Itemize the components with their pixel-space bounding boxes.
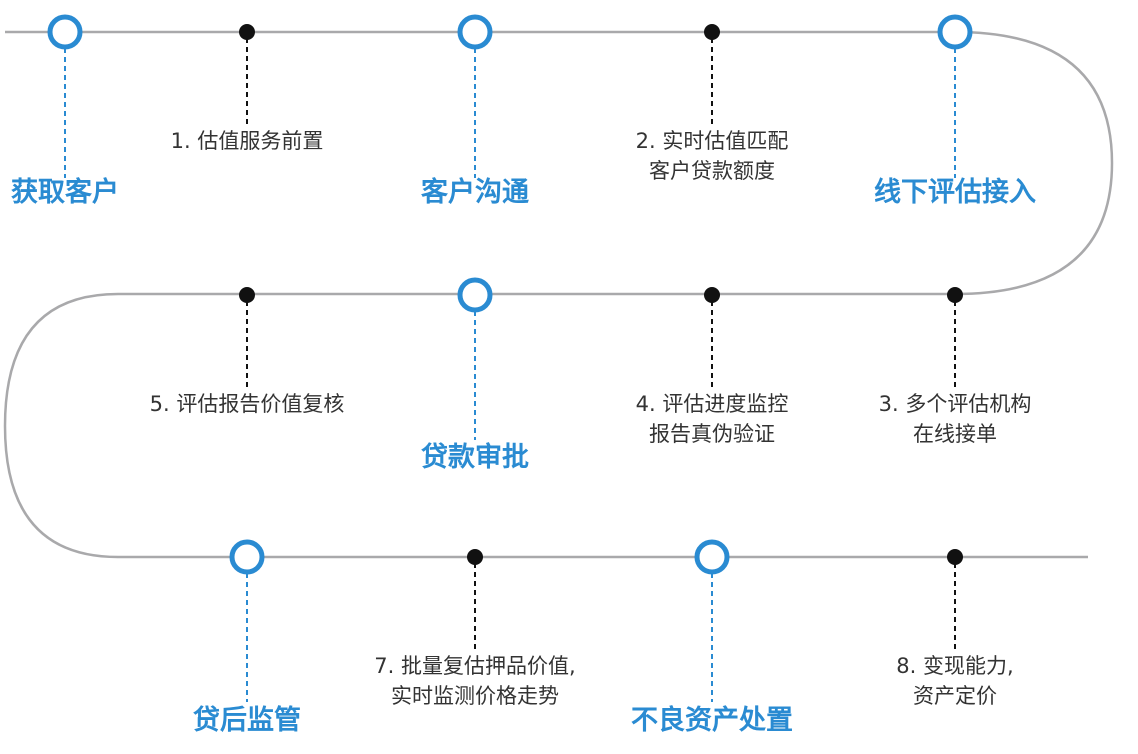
step-7-label: 7. 批量复估押品价值, 实时监测价格走势 xyxy=(374,651,575,711)
step-1-dot xyxy=(239,24,255,40)
step-7-dot xyxy=(467,549,483,565)
step-4-label: 4. 评估进度监控报告真伪验证 xyxy=(636,389,789,449)
stage-loan-approval-marker xyxy=(457,277,493,313)
stage-bad-asset-disposal-marker xyxy=(694,539,730,575)
step-8-text-line: 资产定价 xyxy=(912,684,997,708)
stage-post-loan-supervision-marker xyxy=(229,539,265,575)
step-3-text-line: 3. 多个评估机构 xyxy=(878,392,1032,416)
stage-customer-communication-label: 客户沟通 xyxy=(421,177,529,208)
stage-loan-approval-label: 贷款审批 xyxy=(421,442,529,473)
serpentine-track xyxy=(3,30,1114,559)
stage-get-customer-marker xyxy=(47,14,83,50)
stage-get-customer-label: 获取客户 xyxy=(11,177,119,208)
step-8-text-line: 8. 变现能力, xyxy=(896,654,1014,678)
step-8-dot xyxy=(947,549,963,565)
step-3-text-line: 在线接单 xyxy=(913,422,997,446)
step-4-text-line: 4. 评估进度监控 xyxy=(635,392,789,416)
step-5-label: 5. 评估报告价值复核 xyxy=(150,389,345,419)
step-2-label: 2. 实时估值匹配客户贷款额度 xyxy=(636,126,789,186)
step-2-text-line: 2. 实时估值匹配 xyxy=(635,129,789,153)
step-2-text-line: 客户贷款额度 xyxy=(649,159,775,183)
stage-post-loan-supervision-label: 贷后监管 xyxy=(193,705,301,736)
step-2-dot xyxy=(704,24,720,40)
step-4-text-line: 报告真伪验证 xyxy=(649,422,775,446)
step-5-text-line: 5. 评估报告价值复核 xyxy=(149,392,345,416)
step-1-text-line: 1. 估值服务前置 xyxy=(170,129,324,153)
step-4-dot xyxy=(704,287,720,303)
step-5-dot xyxy=(239,287,255,303)
step-7-text-line: 7. 批量复估押品价值, xyxy=(374,654,576,678)
stage-offline-eval-access-marker xyxy=(937,14,973,50)
stage-bad-asset-disposal-label: 不良资产处置 xyxy=(631,705,793,736)
step-3-label: 3. 多个评估机构在线接单 xyxy=(879,389,1032,449)
step-3-dot xyxy=(947,287,963,303)
step-1-label: 1. 估值服务前置 xyxy=(171,126,324,156)
step-7-text-line: 实时监测价格走势 xyxy=(390,684,559,708)
step-8-label: 8. 变现能力, 资产定价 xyxy=(896,651,1013,711)
stage-offline-eval-access-label: 线下评估接入 xyxy=(874,177,1036,208)
stage-customer-communication-marker xyxy=(457,14,493,50)
